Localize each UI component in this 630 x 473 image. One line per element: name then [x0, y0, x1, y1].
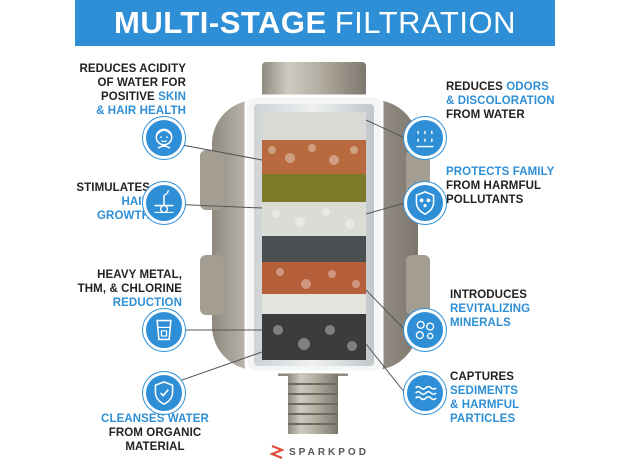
minerals-icon [404, 309, 446, 351]
label-metal: HEAVY METAL, THM, & CHLORINE REDUCTION [62, 268, 182, 310]
sparkpod-logo-icon [270, 444, 284, 460]
odors-line-1a: REDUCES [446, 81, 507, 93]
acidity-line-3b: SKIN [158, 91, 186, 103]
sediment-waves-icon [404, 372, 446, 414]
brand-logo: SPARKPOD [270, 444, 369, 460]
family-line-1: PROTECTS FAMILY [446, 166, 555, 178]
odors-line-1b: ODORS [506, 81, 549, 93]
growth-line-3: GROWTH [97, 210, 150, 222]
growth-line-2: HAIR [121, 196, 150, 208]
metal-line-1: HEAVY METAL, [97, 269, 182, 281]
family-shield-icon [404, 182, 446, 224]
growth-line-1: STIMULATES [76, 182, 150, 194]
metal-line-3: REDUCTION [112, 297, 182, 309]
label-family: PROTECTS FAMILY FROM HARMFUL POLLUTANTS [446, 165, 586, 207]
left-band-top [200, 150, 224, 210]
label-minerals: INTRODUCES REVITALIZING MINERALS [450, 288, 580, 330]
water-glass-icon [143, 309, 185, 351]
face-icon [143, 117, 185, 159]
shield-leaf-icon [143, 372, 185, 414]
label-sediments: CAPTURES SEDIMENTS & HARMFUL PARTICLES [450, 370, 580, 426]
left-band-bottom [200, 255, 224, 315]
label-acidity: REDUCES ACIDITY OF WATER FOR POSITIVE SK… [48, 62, 186, 118]
title-light: FILTRATION [334, 5, 516, 40]
metal-line-2: THM, & CHLORINE [77, 283, 182, 295]
sediments-line-2: SEDIMENTS [450, 385, 518, 397]
water-droplets-icon [404, 117, 446, 159]
family-line-2: FROM HARMFUL [446, 180, 542, 192]
minerals-line-3: MINERALS [450, 317, 511, 329]
hair-follicle-icon [143, 182, 185, 224]
family-line-3: POLLUTANTS [446, 194, 524, 206]
cleanses-line-2: FROM ORGANIC [108, 427, 202, 439]
acidity-line-2: OF WATER FOR [97, 77, 186, 89]
brand-name: SPARKPOD [289, 446, 369, 458]
label-cleanses: CLEANSES WATER FROM ORGANIC MATERIAL [95, 412, 215, 454]
label-odors: REDUCES ODORS & DISCOLORATION FROM WATER [446, 80, 586, 122]
odors-line-2: & DISCOLORATION [446, 95, 555, 107]
cleanses-line-3: MATERIAL [125, 441, 185, 453]
label-growth: STIMULATES HAIR GROWTH [60, 181, 150, 223]
sediments-line-1: CAPTURES [450, 371, 515, 383]
title-banner: MULTI-STAGE FILTRATION [75, 0, 555, 46]
sediments-line-3: & HARMFUL [450, 399, 520, 411]
acidity-line-4: & HAIR HEALTH [96, 105, 186, 117]
minerals-line-2: REVITALIZING [450, 303, 531, 315]
cleanses-line-1b: WATER [167, 413, 209, 425]
acidity-line-3a: POSITIVE [100, 91, 159, 103]
sediments-line-4: PARTICLES [450, 413, 516, 425]
odors-line-3: FROM WATER [446, 109, 525, 121]
minerals-line-1: INTRODUCES [450, 289, 528, 301]
title-bold: MULTI-STAGE [114, 5, 327, 40]
cleanses-line-1a: CLEANSES [101, 413, 168, 425]
right-band-bottom [406, 255, 430, 315]
acidity-line-1: REDUCES ACIDITY [79, 63, 186, 75]
media-layers [262, 112, 366, 360]
